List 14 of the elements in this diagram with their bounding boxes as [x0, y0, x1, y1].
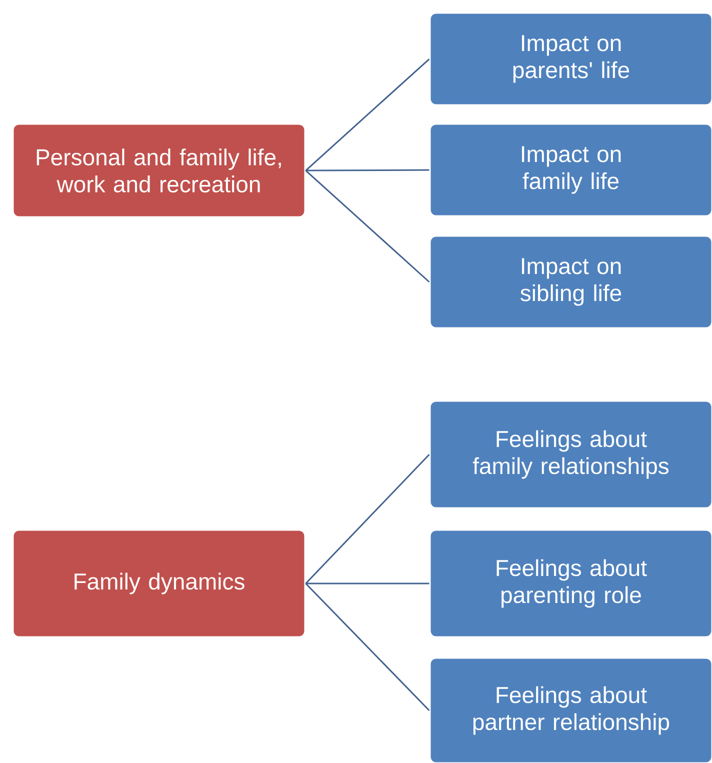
subtopic-box: Impact on sibling life: [429, 235, 712, 329]
connector-line: [306, 582, 430, 584]
subtopic-box: Feelings about parenting role: [429, 529, 712, 638]
connector-line: [305, 58, 430, 172]
subtopic-box: Feelings about family relationships: [429, 400, 712, 509]
topic-box: Personal and family life, work and recreation: [12, 123, 306, 218]
connector-line: [305, 454, 430, 584]
subtopic-box: Impact on family life: [429, 123, 712, 217]
subtopic-box: Feelings about partner relationship: [429, 657, 712, 763]
connector-line: [305, 170, 430, 283]
connector-line: [305, 582, 430, 712]
connector-line: [306, 169, 430, 172]
topic-box: Family dynamics: [12, 529, 306, 638]
subtopic-box: Impact on parents' life: [429, 12, 712, 106]
